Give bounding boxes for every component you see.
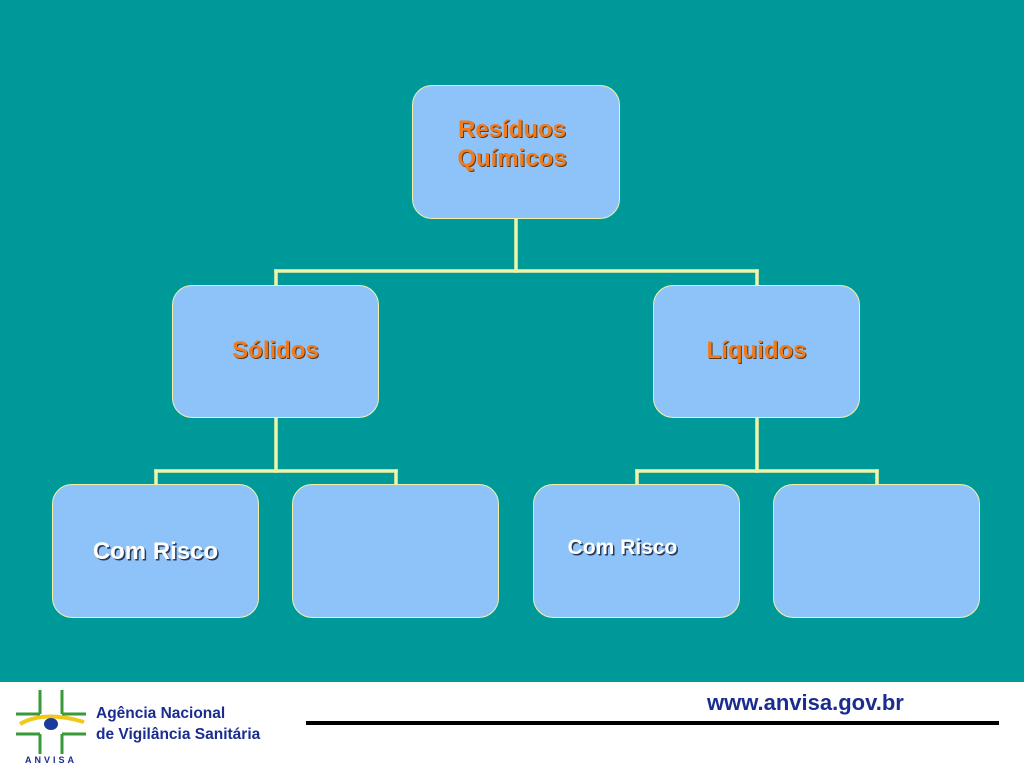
org-chart-connectors (154, 217, 879, 486)
node-solidos-label: Sólidos (232, 337, 319, 365)
node-liquidos-label: Líquidos (706, 337, 807, 365)
footer-bar: ANVISA Agência Nacional de Vigilância Sa… (0, 682, 1024, 768)
slide-canvas: Resíduos Químicos Sólidos Líquidos Com R… (0, 0, 1024, 682)
node-residuos-quimicos: Resíduos Químicos (412, 85, 620, 219)
agency-name-line2: de Vigilância Sanitária (96, 726, 261, 743)
node-liquidos-com-risco: Com Risco (533, 484, 740, 618)
agency-name: Agência Nacional de Vigilância Sanitária (96, 703, 260, 745)
node-solidos-empty (292, 484, 499, 618)
node-liquidos: Líquidos (653, 285, 860, 418)
anvisa-logo-icon: ANVISA (16, 690, 86, 764)
agency-name-line1: Agência Nacional (96, 705, 226, 722)
logo-text: ANVISA (25, 755, 77, 764)
node-solidos-com-risco-label: Com Risco (92, 537, 219, 565)
node-solidos: Sólidos (172, 285, 379, 418)
node-solidos-com-risco: Com Risco (52, 484, 259, 618)
node-residuos-quimicos-label: Resíduos Químicos (457, 116, 566, 174)
root-label-line2: Químicos (457, 145, 567, 172)
footer-divider (306, 721, 999, 725)
node-liquidos-com-risco-label: Com Risco (567, 536, 678, 560)
root-label-line1: Resíduos (457, 116, 566, 144)
website-link[interactable]: www.anvisa.gov.br (707, 690, 904, 715)
node-liquidos-empty (773, 484, 980, 618)
